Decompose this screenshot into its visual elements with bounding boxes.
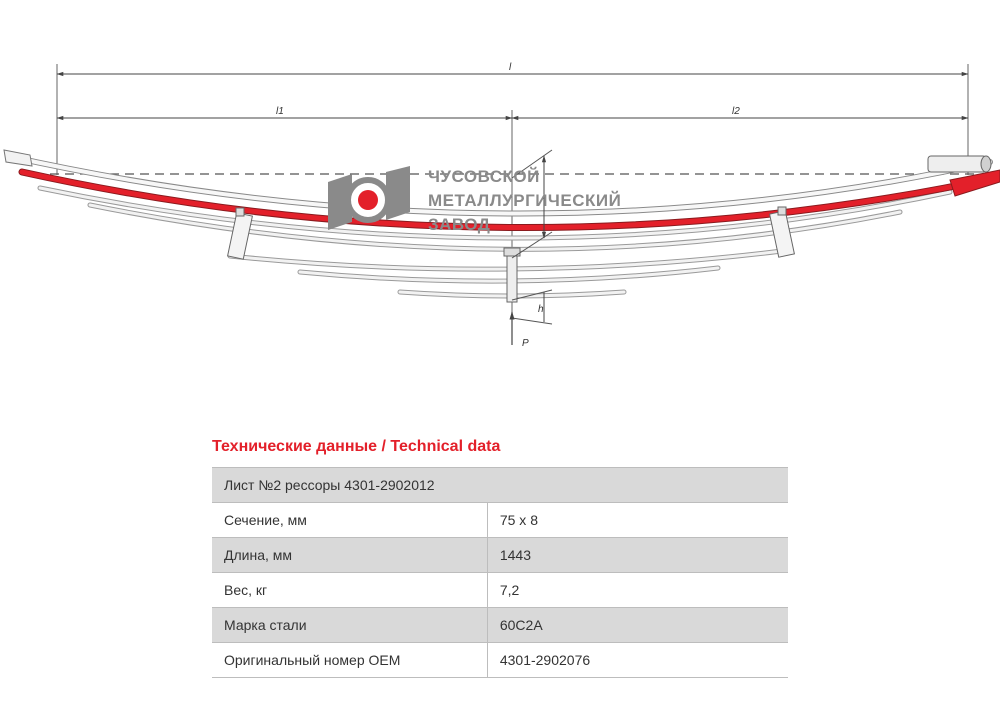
height-dimension: h: [511, 149, 553, 325]
right-clamp: [769, 206, 795, 258]
table-header-cell: Лист №2 рессоры 4301-2902012: [212, 467, 788, 503]
left-leaf-end: [3, 149, 33, 167]
table-header-row: Лист №2 рессоры 4301-2902012: [212, 467, 788, 503]
center-bolt: [503, 247, 521, 303]
row-label: Сечение, мм: [212, 502, 488, 538]
load-label: P: [522, 338, 529, 349]
technical-data-title: Технические данные / Technical data: [212, 438, 501, 455]
row-value: 1443: [487, 537, 788, 573]
row-label: Вес, кг: [212, 572, 488, 608]
load-arrow: P: [509, 311, 529, 349]
row-value: 7,2: [487, 572, 788, 608]
table-row: Сечение, мм 75 х 8: [212, 502, 788, 538]
row-value: 60С2А: [487, 607, 788, 643]
row-value: 4301-2902076: [487, 642, 788, 678]
dimension-l2-label: l2: [732, 106, 740, 117]
row-label: Длина, мм: [212, 537, 488, 573]
logo-line-3: ЗАВОД: [428, 215, 490, 234]
height-label: h: [538, 304, 544, 315]
logo-line-1: ЧУСОВСКОЙ: [428, 167, 540, 186]
table-row: Длина, мм 1443: [212, 537, 788, 573]
dimension-l-label: l: [509, 62, 512, 73]
left-clamp: [227, 207, 253, 260]
row-label: Оригинальный номер OEM: [212, 642, 488, 678]
right-spring-eye: [927, 155, 1000, 197]
leaf-spring-drawing: l l1 l2: [3, 62, 1000, 349]
row-label: Марка стали: [212, 607, 488, 643]
logo-line-2: МЕТАЛЛУРГИЧЕСКИЙ: [428, 191, 621, 210]
table-row: Марка стали 60С2А: [212, 607, 788, 643]
table-row: Вес, кг 7,2: [212, 572, 788, 608]
dimension-l1-label: l1: [276, 106, 284, 117]
technical-data-table: Лист №2 рессоры 4301-2902012 Сечение, мм…: [212, 467, 788, 678]
row-value: 75 х 8: [487, 502, 788, 538]
company-logo: ЧУСОВСКОЙ МЕТАЛЛУРГИЧЕСКИЙ ЗАВОД: [328, 166, 621, 234]
spring-leaves: [5, 153, 999, 299]
table-row: Оригинальный номер OEM 4301-2902076: [212, 642, 788, 678]
